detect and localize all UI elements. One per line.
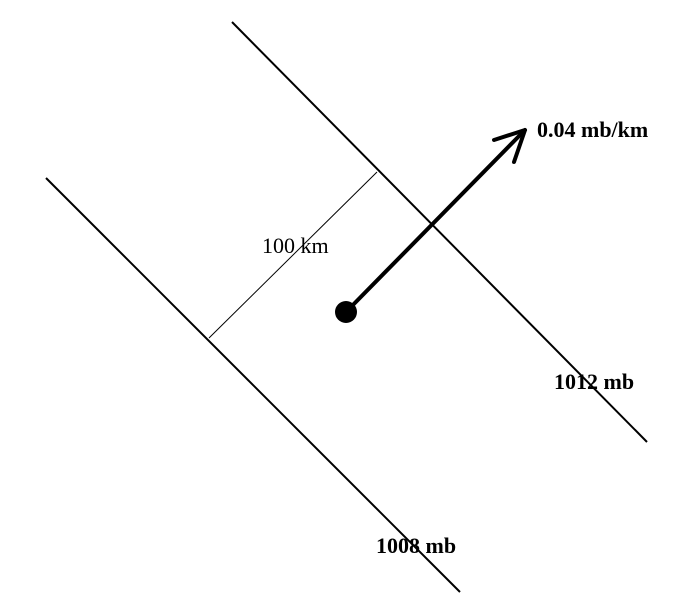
gradient-arrow-head bbox=[492, 128, 527, 164]
gradient-label: 0.04 mb/km bbox=[537, 117, 648, 142]
gradient-arrow-shaft bbox=[344, 128, 527, 314]
air-parcel-dot bbox=[335, 301, 357, 323]
distance-label: 100 km bbox=[262, 233, 329, 258]
isobar-1012-line bbox=[231, 21, 648, 443]
distance-indicator-line bbox=[208, 171, 378, 339]
isobar-1008-label: 1008 mb bbox=[376, 533, 456, 558]
isobar-1012-label: 1012 mb bbox=[554, 369, 634, 394]
isobar-1008-line bbox=[45, 177, 461, 593]
